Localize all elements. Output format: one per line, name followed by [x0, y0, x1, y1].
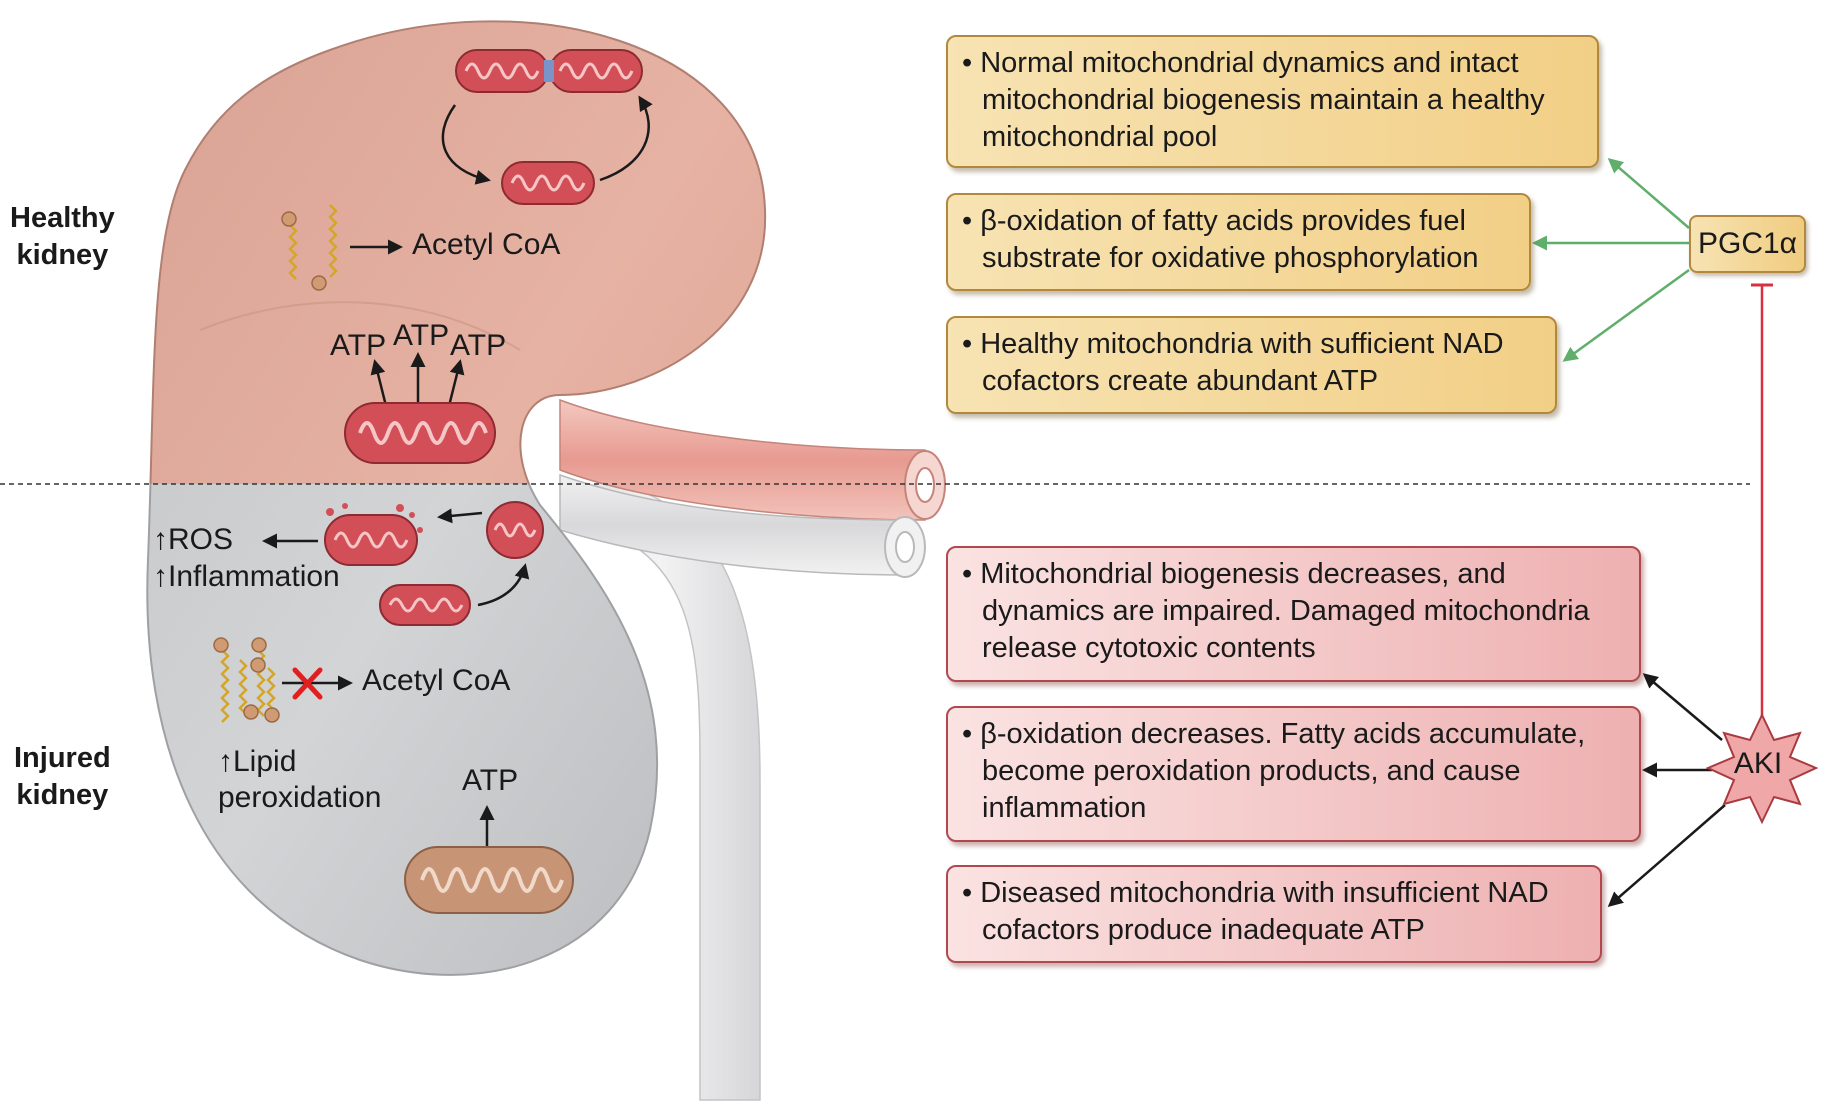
atp-label-2: ATP	[393, 319, 450, 352]
aki-to-box4	[1642, 673, 1723, 741]
mitochondrion-fusing-left	[455, 49, 549, 93]
inflammation-label: ↑Inflammation	[153, 560, 340, 593]
cycle-arrow-left	[441, 104, 491, 185]
mitochondrion-dividing	[501, 161, 595, 205]
blocked-x-mark	[292, 667, 323, 700]
mitochondrion-fusing-right	[549, 49, 643, 93]
pgc1a-node: PGC1α	[1689, 215, 1806, 273]
fatty-acids-healthy	[288, 204, 338, 280]
aki-label: AKI	[1733, 747, 1783, 780]
pgc1a-to-box3	[1562, 268, 1690, 362]
atp-injured-label: ATP	[462, 764, 519, 797]
acetyl-coa-healthy-label: Acetyl CoA	[412, 228, 561, 261]
atp-label-1: ATP	[330, 329, 387, 362]
cycle-arrow-right	[599, 95, 653, 182]
mitochondrion-swollen	[486, 501, 544, 559]
healthy-box-dynamics: • Normal mitochondrial dynamics and inta…	[946, 35, 1599, 168]
acetyl-coa-injured-label: Acetyl CoA	[362, 664, 511, 697]
arrow-to-swollen	[477, 563, 530, 607]
aki-to-box6	[1607, 804, 1726, 907]
mitochondrion-fragmented	[324, 503, 423, 566]
pgc1a-to-box1	[1607, 158, 1690, 229]
atp-label-3: ATP	[450, 329, 507, 362]
healthy-box-beta-oxidation: • β-oxidation of fatty acids provides fu…	[946, 193, 1531, 291]
arrow-to-fragmented	[437, 508, 483, 524]
aki-starburst	[1705, 712, 1819, 825]
injured-box-dynamics: • Mitochondrial biogenesis decreases, an…	[946, 546, 1641, 682]
mitochondrion-diseased	[404, 846, 574, 914]
healthy-box-atp: • Healthy mitochondria with sufficient N…	[946, 316, 1557, 414]
injured-box-beta-oxidation: • β-oxidation decreases. Fatty acids acc…	[946, 706, 1641, 842]
injured-box-atp: • Diseased mitochondria with insufficien…	[946, 865, 1602, 963]
ros-label: ↑ROS	[153, 523, 234, 556]
lipid-peroxidation-label: ↑Lipid peroxidation	[218, 745, 382, 814]
mitochondrion-injured-small	[379, 584, 471, 626]
mitochondrion-healthy-large	[344, 402, 496, 464]
